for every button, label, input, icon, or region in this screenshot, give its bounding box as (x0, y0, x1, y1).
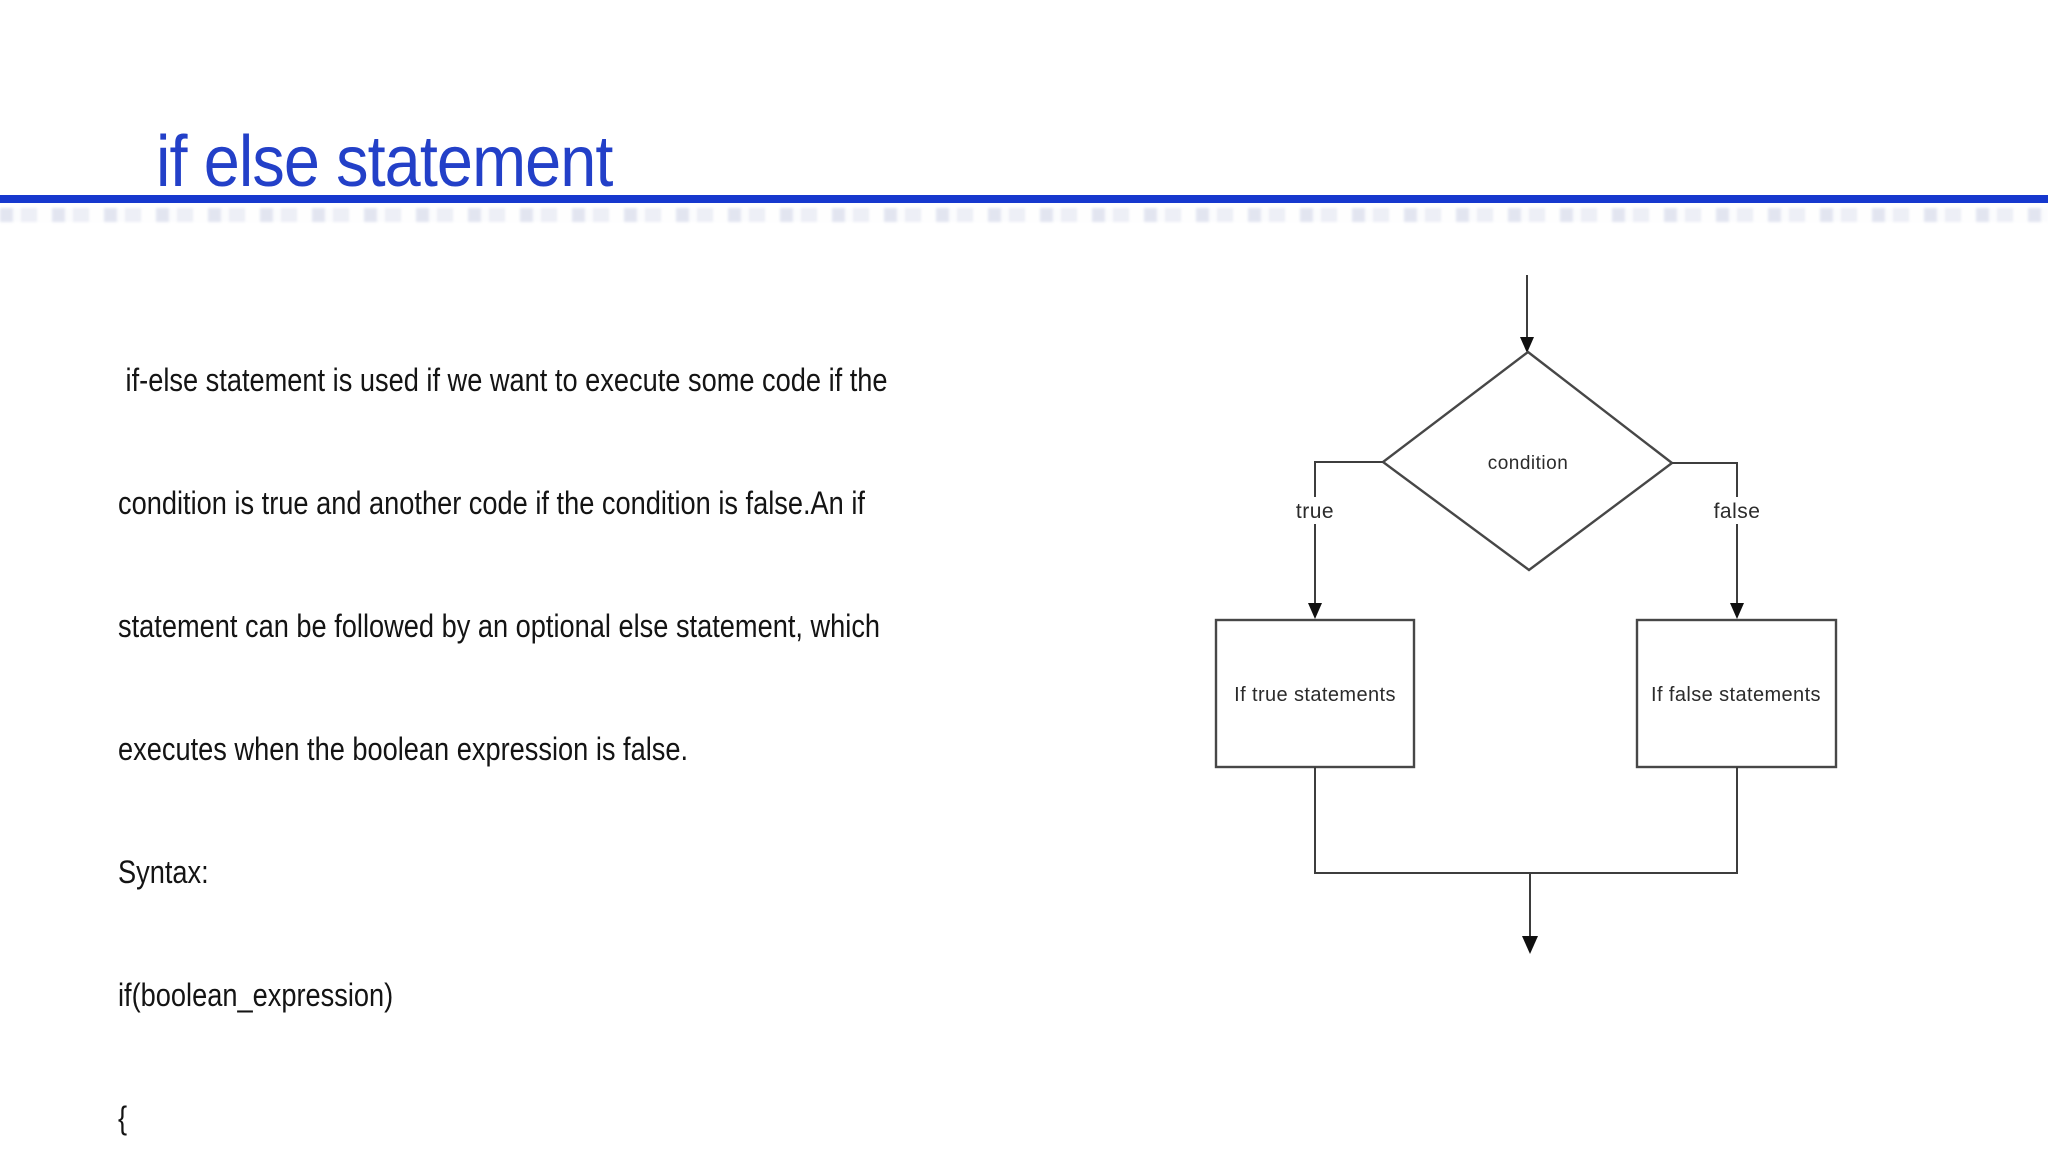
arrow-down-head-icon (1308, 603, 1322, 619)
merge-connector-line (1314, 767, 1738, 874)
arrow-down-head-icon (1730, 603, 1744, 619)
body-line: if-else statement is used if we want to … (118, 362, 888, 398)
condition-diamond (1380, 350, 1674, 572)
true-branch-label: true (1296, 500, 1334, 523)
body-line: statement can be followed by an optional… (118, 608, 881, 644)
arrow-down-head-icon (1522, 936, 1538, 954)
if-else-flowchart-diagram: condition true false If true statements … (1214, 275, 1838, 954)
false-branch-line (1672, 462, 1738, 605)
body-line: executes when the boolean expression is … (118, 731, 689, 767)
arrow-down-head-icon (1520, 337, 1534, 353)
page-title: if else statement (156, 122, 613, 202)
body-line: Syntax: (118, 854, 209, 890)
ghost-text-strip (0, 208, 2048, 222)
body-line: condition is true and another code if th… (118, 485, 865, 521)
false-statements-box (1635, 618, 1838, 769)
condition-label: condition (1488, 453, 1569, 474)
true-statements-box-label: If true statements (1234, 684, 1396, 706)
true-statements-box (1214, 618, 1416, 769)
title-underline (0, 195, 2048, 203)
body-line: if(boolean_expression) (118, 977, 394, 1013)
false-statements-box-label: If false statements (1651, 684, 1821, 706)
false-label-backdrop (1708, 497, 1766, 524)
true-label-backdrop (1289, 497, 1341, 524)
true-branch-line (1314, 461, 1383, 605)
body-line: { (118, 1100, 128, 1136)
false-branch-label: false (1714, 500, 1761, 523)
body-text-block: if-else statement is used if we want to … (118, 278, 1070, 1152)
